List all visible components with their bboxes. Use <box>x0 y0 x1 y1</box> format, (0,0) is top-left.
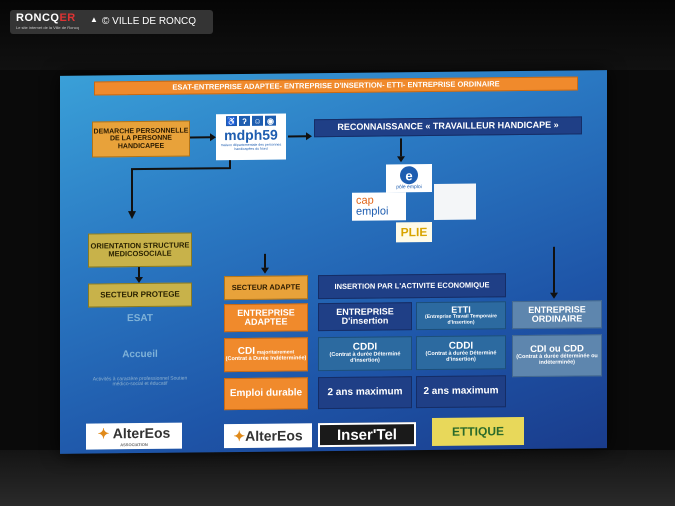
orientation-box: ORIENTATION STRUCTURE MEDICOSOCIALE <box>88 232 192 268</box>
secteur-protege-box: SECTEUR PROTEGE <box>88 282 192 308</box>
accueil-desc: Activités à caractère professionnel Sout… <box>92 375 188 388</box>
altereos-label-1: AlterEos <box>112 424 171 442</box>
arrow-right-icon <box>288 132 312 141</box>
cdi-desc: (Contrat à Durée Indéterminée) <box>225 355 307 363</box>
accueil-label: Accueil <box>122 348 158 360</box>
wheelchair-icon: ♿ <box>226 116 237 127</box>
cdi-cdd-desc: (Contrat à durée déterminée ou indétermi… <box>516 353 598 366</box>
cap-emploi-line2: emploi <box>356 205 389 218</box>
emploi-durable-box: Emploi durable <box>224 377 308 411</box>
disability-icons: ♿ ʔ ☺ ◉ <box>226 115 276 127</box>
etti-desc: (Entreprise Travail Temporaire d'Inserti… <box>425 313 497 326</box>
pole-emploi-label: pôle emploi <box>396 184 422 191</box>
altereos-swirl-icon: ✦ <box>233 427 246 444</box>
brand-logo: RONCQER <box>16 12 76 24</box>
duration-box-2: 2 ans maximum <box>416 375 506 409</box>
pole-emploi-icon: e <box>400 166 418 185</box>
pole-emploi-logo: e pôle emploi <box>386 163 432 193</box>
arrow-right-icon <box>190 133 216 142</box>
demarche-box: DEMARCHE PERSONNELLE DE LA PERSONNE HAND… <box>92 120 190 158</box>
esat-label: ESAT <box>127 312 153 324</box>
duration-box-1: 2 ans maximum <box>318 376 412 410</box>
ettique-label: ETTIQUE <box>451 424 504 439</box>
reconnaissance-box: RECONNAISSANCE « TRAVAILLEUR HANDICAPE » <box>314 116 582 138</box>
cdi-tag: majoritairement <box>256 349 295 356</box>
cddi-box-1: CDDI (Contrat à durée Déterminé d'insert… <box>318 336 412 372</box>
entreprise-insertion-box: ENTREPRISE D'insertion <box>318 302 412 332</box>
cursor-icon: ▲ <box>90 15 98 24</box>
arrow-elbow-icon <box>128 160 231 220</box>
mdph-logo: ♿ ʔ ☺ ◉ mdph59 maison départementale des… <box>216 113 286 161</box>
copyright-text: © VILLE DE RONCQ <box>102 16 197 27</box>
altereos-label-2: AlterEos <box>245 427 303 444</box>
cdi-box: CDI majoritairement (Contrat à Durée Ind… <box>224 337 308 373</box>
insertion-header-box: INSERTION PAR L'ACTIVITE ECONOMIQUE <box>318 273 506 300</box>
entreprise-adaptee-box: ENTREPRISE ADAPTEE <box>224 303 308 333</box>
cdi-title: CDI <box>237 345 256 357</box>
site-watermark: RONCQER Le site internet de la Ville de … <box>10 10 213 34</box>
ear-icon: ʔ <box>239 115 250 126</box>
altereos-logo-1: ✦ AlterEos ASSOCIATION <box>86 422 182 450</box>
arrow-down-icon <box>550 246 558 299</box>
person-icon: ☺ <box>252 115 263 126</box>
entreprise-ordinaire-box: ENTREPRISE ORDINAIRE <box>512 300 602 330</box>
arrow-down-icon <box>135 267 143 284</box>
projected-slide: ESAT-ENTREPRISE ADAPTEE- ENTREPRISE D'IN… <box>60 70 607 454</box>
mdph-subtitle: maison départementale des personnes hand… <box>220 142 282 152</box>
arrow-down-icon <box>397 138 405 163</box>
etti-box: ETTI (Entreprise Travail Temporaire d'In… <box>416 301 506 331</box>
cddi-box-2: CDDI (Contrat à durée Déterminé d'insert… <box>416 335 506 371</box>
altereos-logo-2: ✦AlterEos <box>224 423 312 449</box>
secteur-adapte-box: SECTEUR ADAPTE <box>224 275 308 301</box>
slide-title: ESAT-ENTREPRISE ADAPTEE- ENTREPRISE D'IN… <box>94 76 578 96</box>
cddi-desc-1: (Contrat à durée Déterminé d'insertion) <box>329 351 401 365</box>
insertel-logo: Inser'Tel <box>318 422 416 448</box>
room-floor <box>0 450 675 506</box>
cddi-desc-2: (Contrat à durée Déterminé d'insertion) <box>425 350 497 364</box>
mdph-name: mdph59 <box>224 126 278 144</box>
ettique-logo: ETTIQUE <box>432 417 524 446</box>
altereos-sub-1: ASSOCIATION <box>120 441 148 448</box>
arrow-down-icon <box>261 253 269 274</box>
brand-tagline: Le site internet de la Ville de Roncq <box>16 25 79 30</box>
eye-icon: ◉ <box>265 115 276 126</box>
cdi-cdd-box: CDI ou CDD (Contrat à durée déterminée o… <box>512 334 602 378</box>
altereos-swirl-icon: ✦ <box>97 425 110 442</box>
cap-emploi-logo: cap emploi <box>352 192 406 221</box>
plie-logo: PLIE <box>396 221 432 243</box>
partner-logo-placeholder <box>434 183 476 220</box>
